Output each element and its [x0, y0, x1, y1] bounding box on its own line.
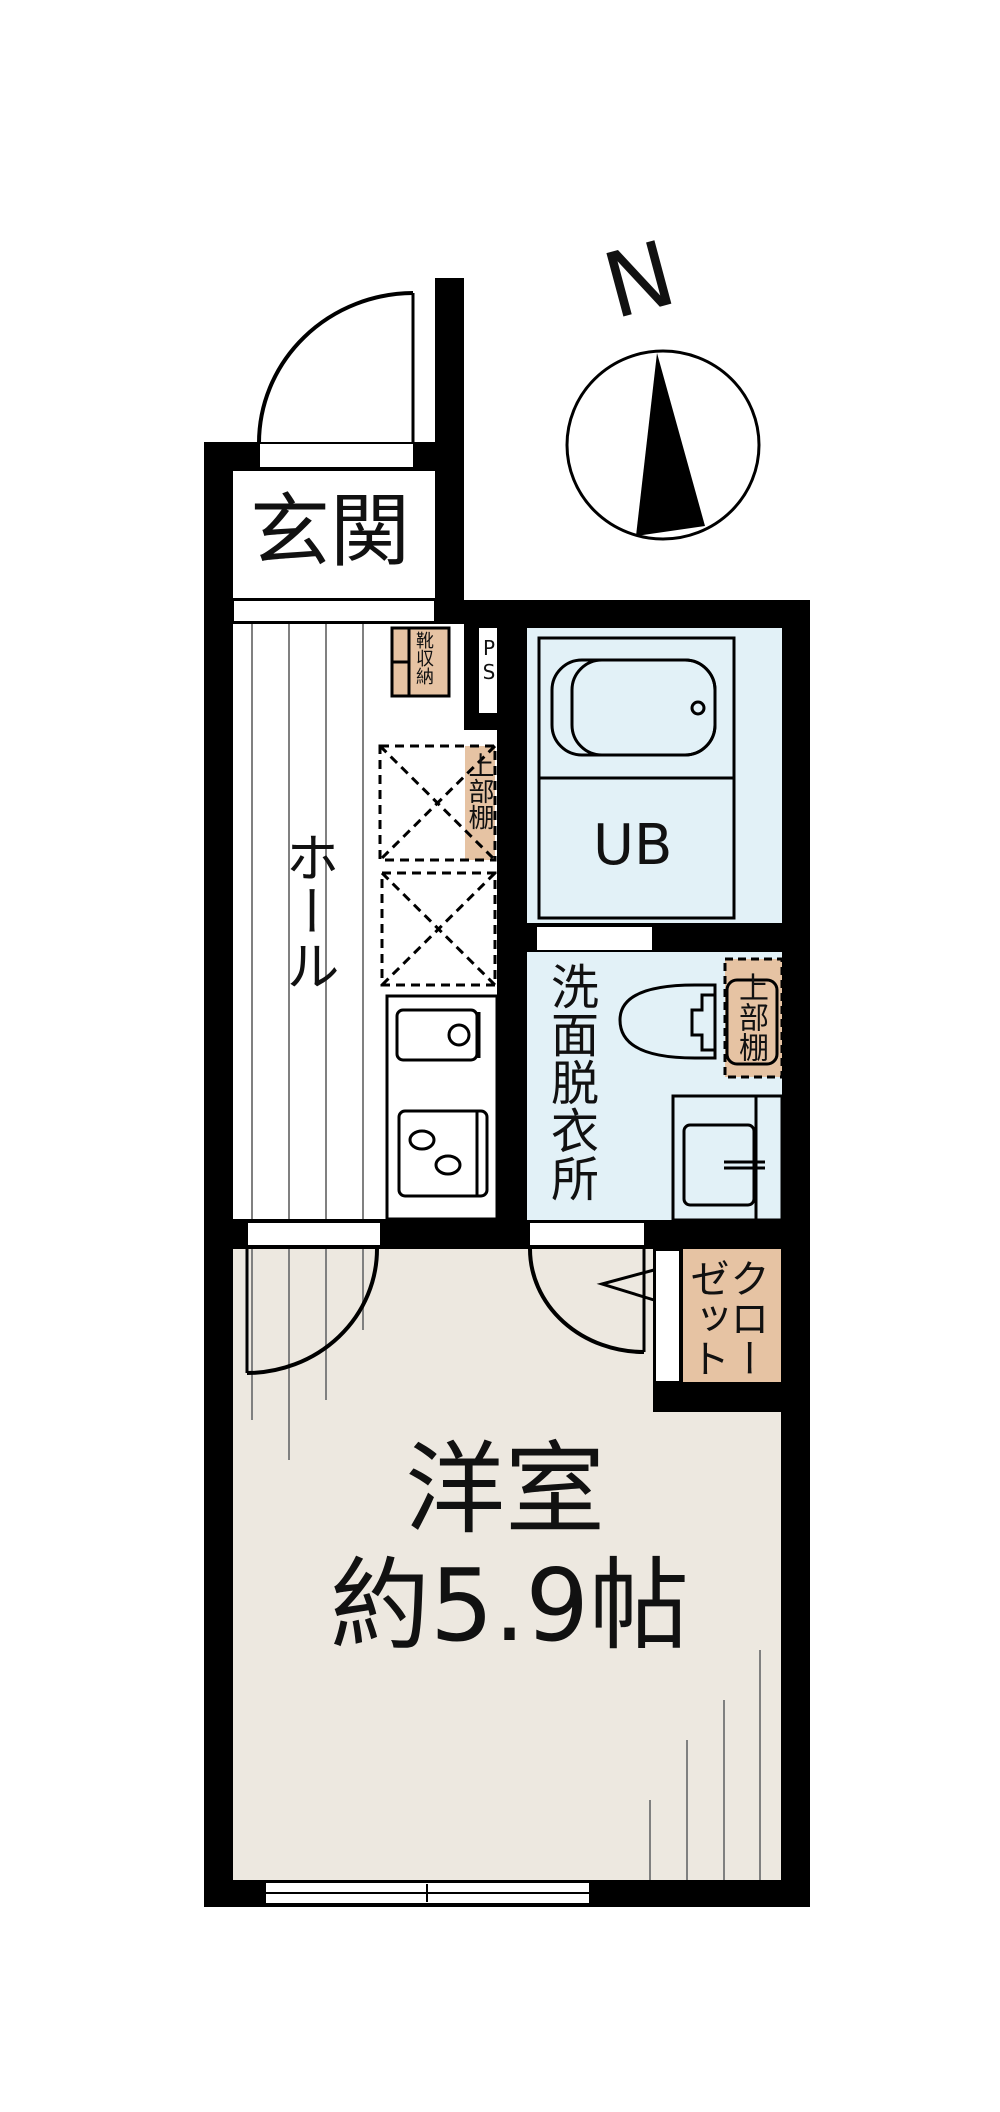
closet-label: クローゼット: [683, 1258, 769, 1378]
closet: [683, 1249, 781, 1382]
entrance-area: [233, 471, 435, 598]
toilet: [618, 978, 779, 1066]
upper-shelves: [378, 744, 497, 987]
entrance-door[interactable]: [257, 291, 415, 469]
bath-door[interactable]: [537, 927, 652, 950]
hall-door[interactable]: [245, 1223, 380, 1375]
hall-floor-lines: [251, 624, 364, 1219]
unit-bath: [527, 628, 782, 923]
shoe-storage-label: 靴収納: [413, 631, 434, 685]
sink: [395, 1008, 479, 1062]
wash-basin: [671, 1094, 784, 1222]
kitchen-upper-shelf-label: 上部棚: [464, 752, 494, 830]
entrance-label: 玄関: [250, 485, 410, 578]
washroom-door[interactable]: [528, 1223, 655, 1354]
closet-door[interactable]: [656, 1251, 679, 1381]
shoe-storage: [390, 626, 451, 698]
compass: [565, 349, 761, 541]
room-floor-lines: [251, 1249, 761, 1880]
stove: [397, 1109, 489, 1198]
bathtub: [537, 636, 736, 920]
washroom-upper-shelf-label: 上部棚: [733, 972, 768, 1062]
ps-label: PS: [477, 636, 501, 684]
washroom-label: 洗面脱衣所: [542, 962, 598, 1202]
window[interactable]: [264, 1881, 591, 1905]
hall-label: ホール: [276, 830, 339, 992]
wall-entrance-post: [435, 278, 464, 608]
kitchen-counter: [385, 994, 499, 1221]
pipe-space: [479, 628, 497, 713]
western-room-size: 約5.9帖: [330, 1547, 690, 1664]
western-room-label: 洋室: [405, 1431, 605, 1548]
north-arrow-icon: [636, 353, 705, 536]
unit-bath-label: UB: [593, 813, 673, 878]
entrance-step: [232, 599, 436, 623]
